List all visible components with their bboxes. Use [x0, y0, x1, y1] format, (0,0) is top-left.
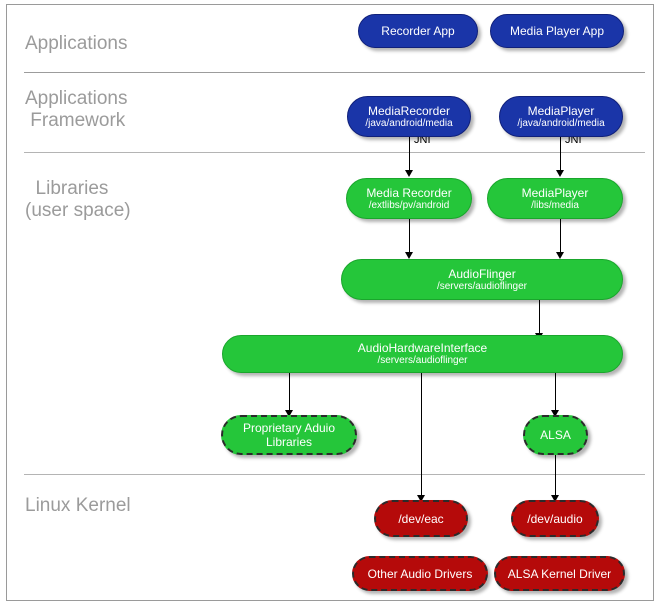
arrowhead-mediarecorderlib-to-audioflinger — [405, 252, 413, 259]
arrowhead-alsa-to-dev-audio — [551, 495, 559, 502]
node-media-recorder-lib[interactable]: Media Recorder /extlibs/pv/android — [346, 178, 472, 219]
node-other-audio-drivers-title: Other Audio Drivers — [367, 566, 473, 581]
arrowhead-ahi-to-alsa — [551, 410, 559, 417]
node-mediaplayer-lib-subtitle: /libs/media — [531, 199, 579, 211]
node-audiohardwareinterface[interactable]: AudioHardwareInterface /servers/audiofli… — [222, 335, 623, 373]
edge-label-jni-player: JNI — [565, 134, 582, 146]
node-audioflinger-title: AudioFlinger — [448, 266, 516, 281]
node-mediarecorder-framework-title: MediaRecorder — [367, 103, 451, 118]
node-dev-audio[interactable]: /dev/audio — [511, 500, 599, 537]
node-mediaplayer-lib-title: MediaPlayer — [521, 185, 589, 200]
arrowhead-mediaplayer-jni — [556, 170, 564, 177]
node-proprietary-audio-libraries-title: Proprietary Aduio Libraries — [242, 421, 336, 449]
node-media-player-app-title: Media Player App — [509, 24, 605, 38]
connector-mediaplayer-jni — [560, 137, 561, 174]
node-mediarecorder-framework[interactable]: MediaRecorder /java/android/media — [347, 96, 471, 137]
arrowhead-ahi-to-dev-eac — [417, 495, 425, 502]
connector-mediarecorderlib-to-audioflinger — [409, 219, 410, 257]
node-media-recorder-lib-subtitle: /extlibs/pv/android — [368, 199, 450, 211]
node-dev-audio-title: /dev/audio — [527, 511, 583, 526]
divider-applications-framework — [24, 152, 645, 153]
connector-ahi-to-proprietary — [289, 373, 290, 415]
connector-alsa-to-dev-audio — [555, 455, 556, 500]
layer-label-linux-kernel: Linux Kernel — [25, 495, 131, 516]
node-mediarecorder-framework-subtitle: /java/android/media — [365, 117, 453, 129]
node-mediaplayer-framework-subtitle: /java/android/media — [517, 117, 605, 129]
node-mediaplayer-framework[interactable]: MediaPlayer /java/android/media — [499, 96, 623, 137]
node-audioflinger-subtitle: /servers/audioflinger — [436, 280, 528, 292]
node-proprietary-audio-libraries[interactable]: Proprietary Aduio Libraries — [221, 415, 357, 455]
node-recorder-app[interactable]: Recorder App — [358, 14, 478, 48]
node-dev-eac[interactable]: /dev/eac — [374, 500, 468, 537]
node-mediaplayer-lib[interactable]: MediaPlayer /libs/media — [487, 178, 623, 219]
node-dev-eac-title: /dev/eac — [398, 511, 444, 526]
node-audioflinger[interactable]: AudioFlinger /servers/audioflinger — [341, 259, 623, 300]
node-alsa-title: ALSA — [540, 428, 571, 442]
node-audiohardwareinterface-title: AudioHardwareInterface — [357, 341, 488, 355]
connector-audioflinger-to-ahi — [539, 300, 540, 338]
connector-ahi-to-dev-eac — [421, 373, 422, 500]
layer-label-libraries: Libraries (user space) — [25, 178, 131, 221]
node-audiohardwareinterface-subtitle: /servers/audioflinger — [377, 355, 468, 366]
layer-label-applications-framework: Applications Framework — [25, 88, 128, 131]
edge-label-jni-recorder: JNI — [414, 134, 431, 146]
connector-mediaplayerlib-to-audioflinger — [560, 219, 561, 257]
connector-mediarecorder-jni — [409, 137, 410, 174]
node-alsa[interactable]: ALSA — [523, 415, 588, 455]
layer-label-applications: Applications — [25, 33, 128, 54]
node-other-audio-drivers[interactable]: Other Audio Drivers — [352, 556, 488, 591]
node-recorder-app-title: Recorder App — [381, 24, 455, 38]
arrowhead-mediaplayerlib-to-audioflinger — [556, 252, 564, 259]
arrowhead-mediarecorder-jni — [405, 170, 413, 177]
node-media-player-app[interactable]: Media Player App — [490, 14, 624, 48]
node-alsa-kernel-driver-title: ALSA Kernel Driver — [507, 566, 612, 581]
divider-linux-kernel — [24, 474, 645, 475]
connector-ahi-to-alsa — [555, 373, 556, 415]
arrowhead-ahi-to-proprietary — [285, 410, 293, 417]
node-media-recorder-lib-title: Media Recorder — [366, 185, 452, 200]
node-alsa-kernel-driver[interactable]: ALSA Kernel Driver — [494, 556, 625, 591]
node-mediaplayer-framework-title: MediaPlayer — [527, 103, 595, 118]
divider-applications — [24, 72, 645, 73]
